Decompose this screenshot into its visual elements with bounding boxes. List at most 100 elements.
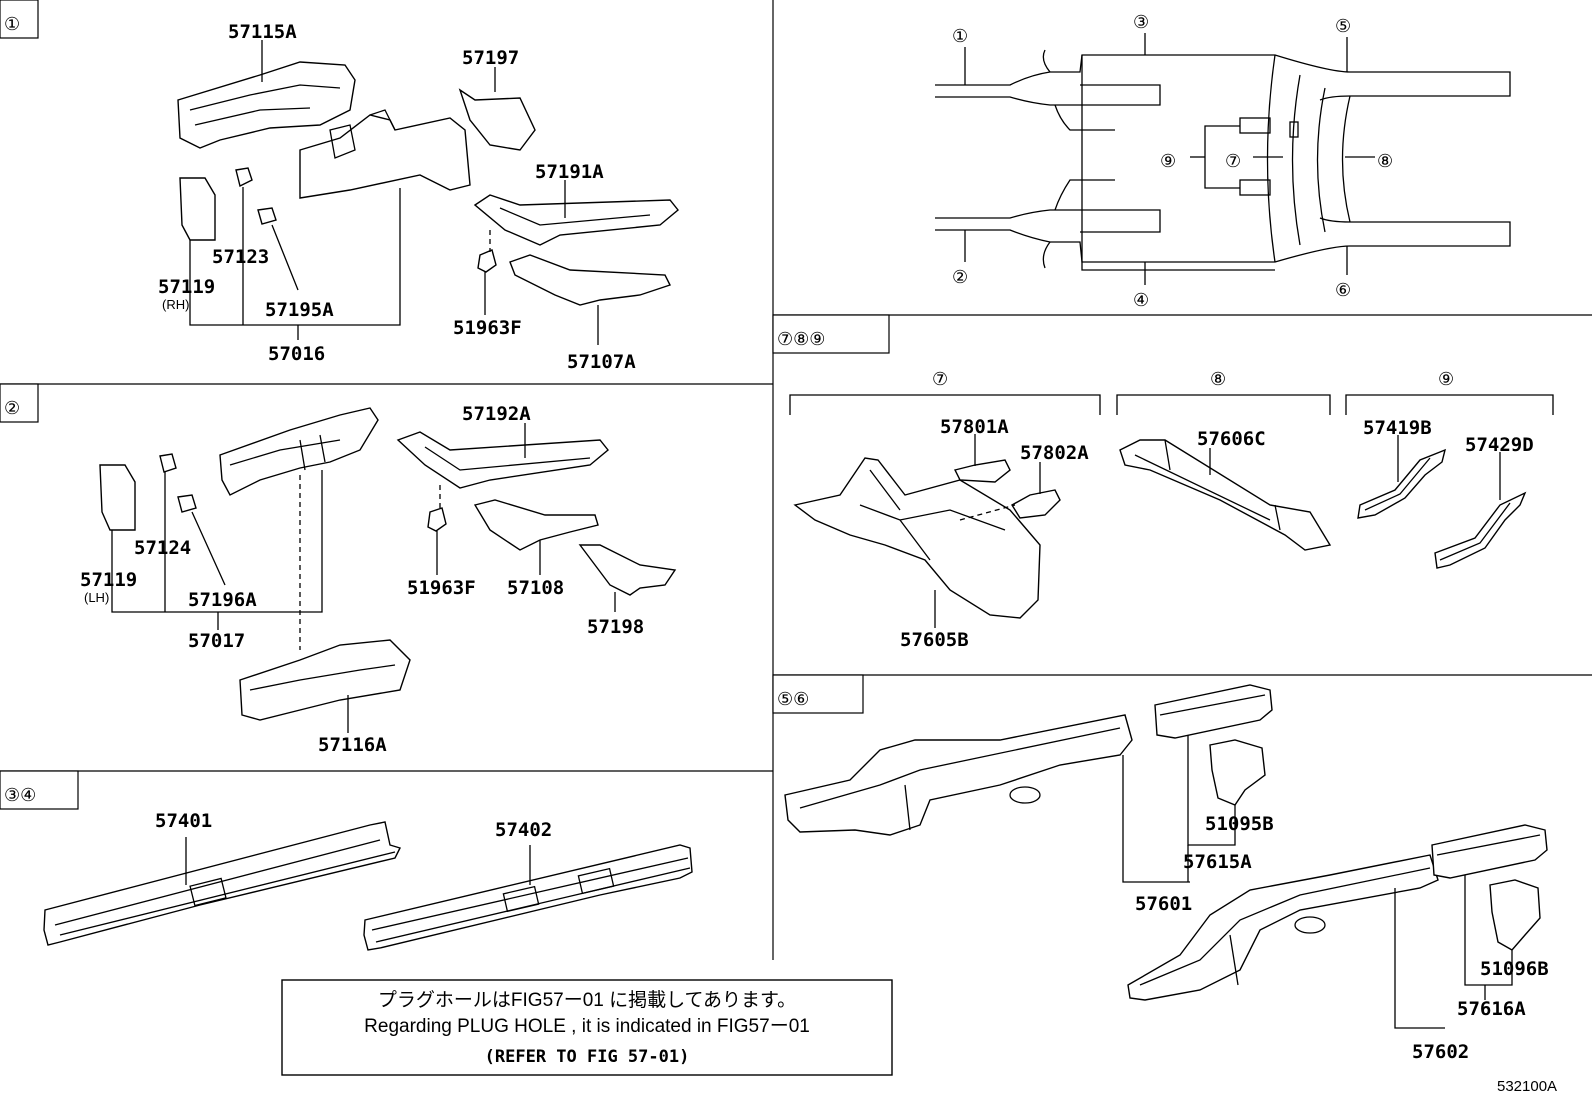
part-57108-shape <box>473 499 599 551</box>
part-57192A-shape <box>396 431 609 489</box>
label-51096B[interactable]: 51096B <box>1480 958 1549 980</box>
label-51963F-2[interactable]: 51963F <box>407 577 476 599</box>
section-label-3-4: ③④ <box>4 785 36 805</box>
section-tab-2[interactable]: ② <box>0 383 39 423</box>
label-57107A[interactable]: 57107A <box>567 351 636 373</box>
section-tab-5-6[interactable]: ⑤⑥ <box>772 674 864 714</box>
label-57429D[interactable]: 57429D <box>1465 434 1534 456</box>
part-57124-shape <box>159 453 177 473</box>
part-57123-shape <box>235 167 253 188</box>
section-tab-3-4[interactable]: ③④ <box>0 770 79 810</box>
part-57616A-shape <box>1431 824 1548 879</box>
panel-1-parts <box>177 40 679 345</box>
note-line-japanese: プラグホールはFIG57ー01 に掲載してあります。 <box>378 989 796 1011</box>
plug-hole-note: プラグホールはFIG57ー01 に掲載してあります。 Regarding PLU… <box>281 979 893 1076</box>
part-57115A-shape <box>177 61 356 149</box>
part-57017-shape <box>219 407 379 496</box>
note-line-refer: (REFER TO FIG 57-01) <box>485 1047 690 1067</box>
part-57119-rh-shape <box>179 177 216 241</box>
part-57107A-shape <box>509 254 671 306</box>
label-57801A[interactable]: 57801A <box>940 416 1009 438</box>
part-57191A-shape <box>473 194 679 246</box>
group-marker-8[interactable]: ⑧ <box>1210 369 1226 389</box>
note-line-english: Regarding PLUG HOLE , it is indicated in… <box>364 1016 810 1037</box>
part-57119-lh-shape <box>99 464 136 531</box>
section-label-7-8-9: ⑦⑧⑨ <box>777 329 825 349</box>
part-57606C-shape <box>1119 439 1332 551</box>
overview-marker-4[interactable]: ④ <box>1133 290 1149 310</box>
label-51963F-1[interactable]: 51963F <box>453 317 522 339</box>
part-57402-shape <box>363 844 693 951</box>
part-57802A-shape <box>1011 489 1061 519</box>
part-57195A-shape <box>257 207 277 225</box>
part-57801A-shape <box>953 459 1011 483</box>
panel-5-6-labels: 51095B 57615A 57601 51096B 57616A 57602 <box>1135 813 1549 1063</box>
panel-2-parts <box>99 407 677 733</box>
overview-marker-1[interactable]: ① <box>952 26 968 46</box>
label-57195A[interactable]: 57195A <box>265 299 334 321</box>
group-marker-9[interactable]: ⑨ <box>1438 369 1454 389</box>
label-57124[interactable]: 57124 <box>134 537 191 559</box>
label-57119-rh[interactable]: 57119 <box>158 276 215 298</box>
label-57119-lh[interactable]: 57119 <box>80 569 137 591</box>
part-57429D-shape <box>1434 491 1527 569</box>
label-57115A[interactable]: 57115A <box>228 21 297 43</box>
label-57402[interactable]: 57402 <box>495 819 552 841</box>
part-57197-shape <box>458 88 536 151</box>
panel-7-8-9-labels: 57801A 57802A 57606C 57419B 57429D 57605… <box>900 416 1534 651</box>
label-57605B[interactable]: 57605B <box>900 629 969 651</box>
panel-3-4-parts <box>43 821 693 951</box>
panel-5-6-parts <box>784 684 1548 1029</box>
label-57198[interactable]: 57198 <box>587 616 644 638</box>
frame-overview <box>935 33 1511 285</box>
label-57802A[interactable]: 57802A <box>1020 442 1089 464</box>
label-57615A[interactable]: 57615A <box>1183 851 1252 873</box>
part-57198-shape <box>578 544 677 596</box>
label-57016[interactable]: 57016 <box>268 343 325 365</box>
group-marker-7[interactable]: ⑦ <box>932 369 948 389</box>
label-57616A[interactable]: 57616A <box>1457 998 1526 1020</box>
label-57419B[interactable]: 57419B <box>1363 417 1432 439</box>
label-lh: (LH) <box>84 590 109 605</box>
part-57016-shape <box>299 114 471 199</box>
overview-marker-2[interactable]: ② <box>952 267 968 287</box>
label-57601[interactable]: 57601 <box>1135 893 1192 915</box>
label-57017[interactable]: 57017 <box>188 630 245 652</box>
overview-marker-8[interactable]: ⑧ <box>1377 151 1393 171</box>
overview-marker-9[interactable]: ⑨ <box>1160 151 1176 171</box>
section-tab-7-8-9[interactable]: ⑦⑧⑨ <box>772 314 890 354</box>
label-57197[interactable]: 57197 <box>462 47 519 69</box>
overview-marker-3[interactable]: ③ <box>1133 12 1149 32</box>
part-57602-shape <box>1127 854 1439 1001</box>
label-57401[interactable]: 57401 <box>155 810 212 832</box>
section-label-5-6: ⑤⑥ <box>777 689 809 709</box>
label-57116A[interactable]: 57116A <box>318 734 387 756</box>
part-57116A-shape <box>239 639 411 721</box>
section-tab-1[interactable]: ① <box>0 0 39 39</box>
label-57108[interactable]: 57108 <box>507 577 564 599</box>
section-label-1: ① <box>4 14 20 34</box>
part-57196A-shape <box>177 494 197 513</box>
part-57601-shape <box>784 714 1133 836</box>
label-rh: (RH) <box>162 297 189 312</box>
label-57196A[interactable]: 57196A <box>188 589 257 611</box>
section-label-2: ② <box>4 398 20 418</box>
label-57606C[interactable]: 57606C <box>1197 428 1266 450</box>
part-51096B-shape <box>1489 879 1541 951</box>
part-51095B-shape <box>1209 739 1266 806</box>
overview-marker-5[interactable]: ⑤ <box>1335 16 1351 36</box>
label-51095B[interactable]: 51095B <box>1205 813 1274 835</box>
panel-1-labels: 57115A 57197 57191A 57123 57119 (RH) 571… <box>158 21 636 373</box>
overview-marker-7[interactable]: ⑦ <box>1225 151 1241 171</box>
part-51963F-1-shape <box>477 249 497 273</box>
panel-separators <box>0 0 1592 960</box>
label-57602[interactable]: 57602 <box>1412 1041 1469 1063</box>
label-57192A[interactable]: 57192A <box>462 403 531 425</box>
label-57123[interactable]: 57123 <box>212 246 269 268</box>
panel-3-4-labels: 57401 57402 <box>155 810 552 841</box>
panel-7-8-9-parts <box>789 394 1554 628</box>
overview-marker-6[interactable]: ⑥ <box>1335 280 1351 300</box>
panel-2-labels: 57192A 57124 57119 (LH) 57196A 57017 519… <box>80 403 644 756</box>
label-57191A[interactable]: 57191A <box>535 161 604 183</box>
